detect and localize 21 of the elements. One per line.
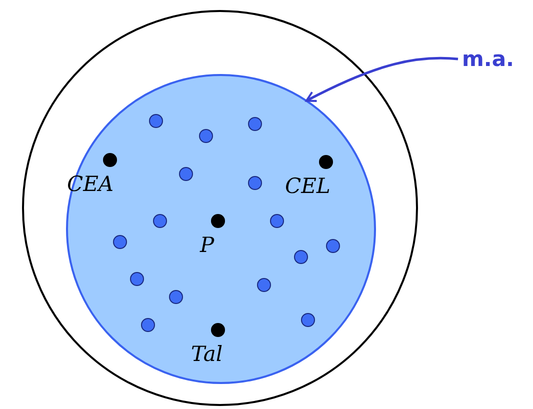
particle-dot [248, 176, 262, 190]
particle-dot [113, 235, 127, 249]
particle-dot [169, 290, 183, 304]
point-label: P [200, 235, 214, 256]
point-label: CEL [285, 176, 330, 197]
particle-dot [199, 129, 213, 143]
point-label: CEA [67, 174, 114, 195]
leader-arrow [305, 56, 458, 102]
particle-dot [270, 214, 284, 228]
particle-dot [130, 272, 144, 286]
callout-text: m.a. [462, 46, 522, 72]
particle-dot [149, 114, 163, 128]
particle-dot [141, 318, 155, 332]
particle-dot [179, 167, 193, 181]
particle-dot [294, 250, 308, 264]
particle-dot [248, 117, 262, 131]
point-label: Tal [191, 344, 223, 365]
particle-dot [301, 313, 315, 327]
particle-dot [326, 239, 340, 253]
particle-dot [153, 214, 167, 228]
particle-dot [257, 278, 271, 292]
